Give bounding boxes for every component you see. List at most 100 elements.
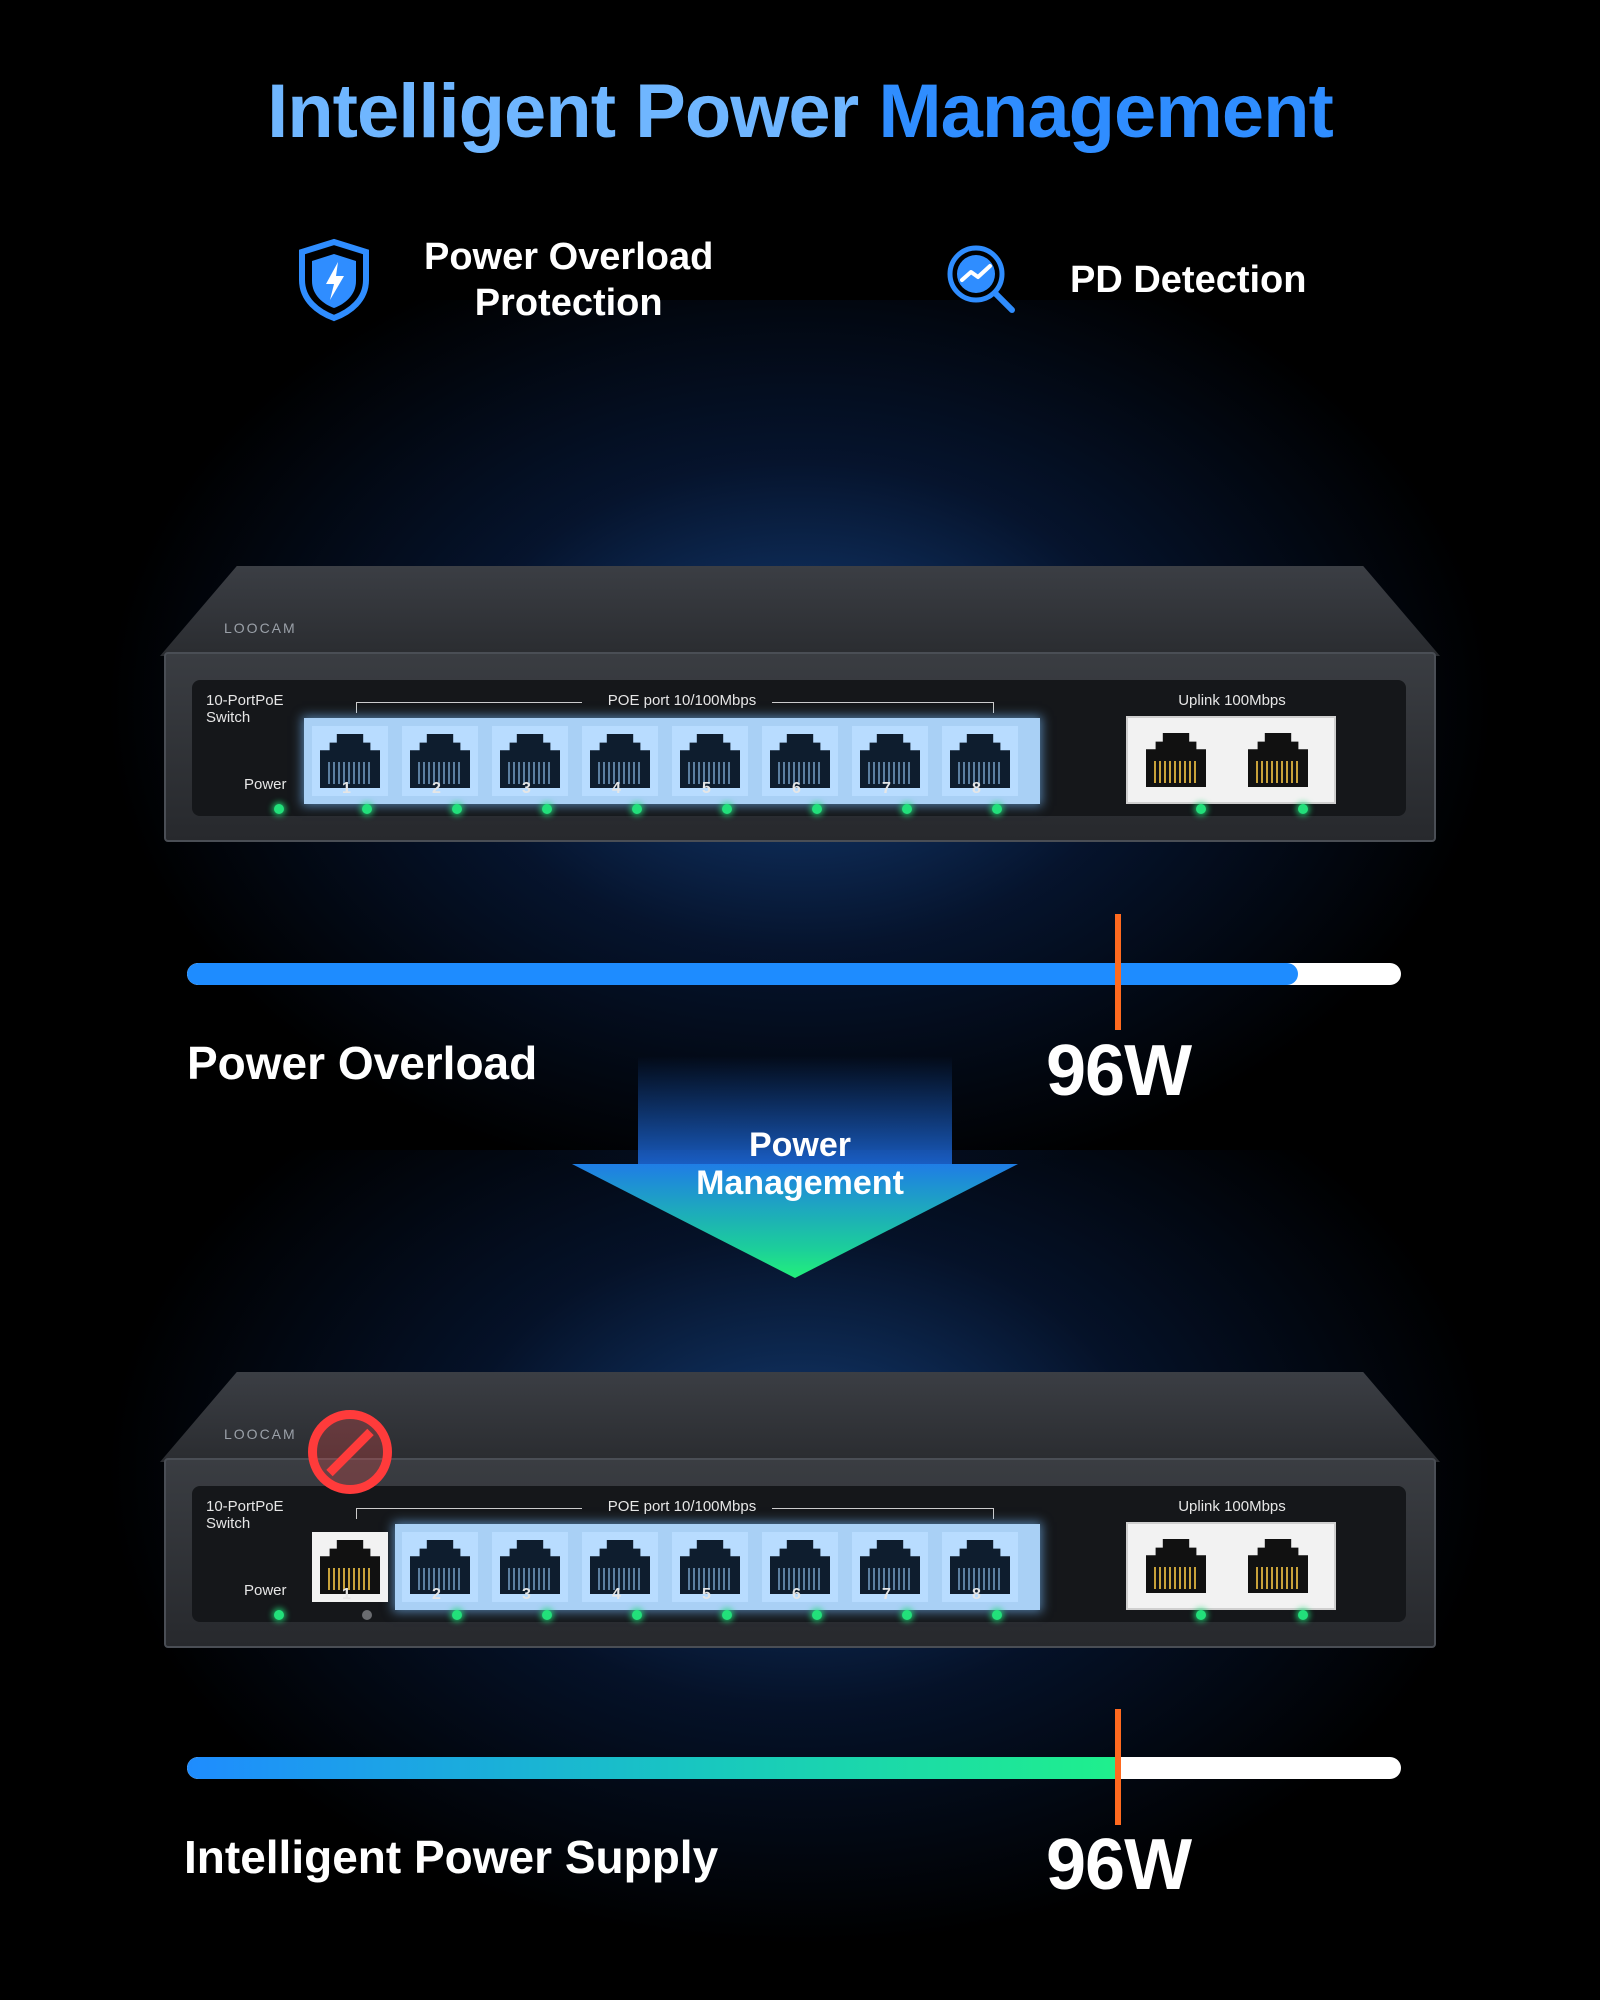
arrow-line-2: Management [696, 1164, 904, 1202]
port-number-3: 3 [522, 1586, 531, 1603]
poe-port-label: POE port 10/100Mbps [607, 1498, 757, 1515]
brand-logo: LOOCAM [224, 620, 297, 636]
feature-1-line-1: Power Overload [424, 236, 714, 278]
poe-port-2 [402, 726, 478, 796]
power-led [274, 804, 284, 814]
uplink-port-2 [1240, 725, 1316, 795]
model-line-2: Switch [206, 1515, 251, 1532]
uplink-label: Uplink 100Mbps [1178, 692, 1286, 709]
poe-port-8 [942, 726, 1018, 796]
power-bar-fill [187, 1757, 1119, 1779]
port-number-1: 1 [342, 780, 351, 797]
port-led-4 [632, 1610, 642, 1620]
magnifier-chart-icon [947, 245, 1015, 313]
port-number-7: 7 [882, 780, 891, 797]
shield-lightning-icon [299, 238, 369, 322]
power-label: Power [244, 776, 287, 793]
port-number-8: 8 [972, 1586, 981, 1603]
overload-label: Power Overload [187, 1037, 538, 1089]
switch-front-panel: 10-PortPoE Switch Power POE port 10/100M… [164, 652, 1436, 842]
arrow-line-1: Power [748, 1126, 852, 1164]
power-label: Power [244, 1582, 287, 1599]
port-number-8: 8 [972, 780, 981, 797]
title-part-2: Management [878, 69, 1334, 154]
poe-port-2 [402, 1532, 478, 1602]
power-limit-value: 96W [1046, 1825, 1192, 1905]
power-bar-fill [187, 963, 1298, 985]
uplink-label: Uplink 100Mbps [1178, 1498, 1286, 1515]
port-led-8 [992, 1610, 1002, 1620]
port-number-4: 4 [612, 1586, 621, 1603]
feature-overload-protection: Power Overload Protection [296, 234, 713, 326]
switch-port-panel: 10-PortPoE Switch Power POE port 10/100M… [192, 1486, 1406, 1622]
poe-port-label: POE port 10/100Mbps [607, 692, 757, 709]
uplink-port-2 [1240, 1531, 1316, 1601]
prohibited-icon [308, 1410, 392, 1494]
switch-model-label: 10-PortPoE Switch [206, 692, 284, 726]
power-bar-intelligent [187, 1757, 1401, 1779]
feature-2-text: PD Detection [1070, 259, 1307, 301]
poe-port-5 [672, 726, 748, 796]
poe-port-3 [492, 726, 568, 796]
poe-port-7 [852, 1532, 928, 1602]
port-number-2: 2 [432, 780, 441, 797]
power-limit-marker [1115, 914, 1122, 1030]
poe-bracket-gap [582, 1500, 772, 1514]
uplink-led-2 [1298, 804, 1308, 814]
arrow-body [638, 1056, 952, 1168]
feature-pd-detection: PD Detection [944, 242, 1306, 318]
port-led-6 [812, 804, 822, 814]
poe-port-1 [312, 726, 388, 796]
port-number-1: 1 [342, 1586, 351, 1603]
model-line-1: 10-PortPoE [206, 692, 284, 709]
switch-chassis-top [160, 566, 1440, 656]
port-number-5: 5 [702, 780, 711, 797]
switch-front-panel: 10-PortPoE Switch Power POE port 10/100M… [164, 1458, 1436, 1648]
uplink-led-1 [1196, 804, 1206, 814]
port-led-5 [722, 1610, 732, 1620]
port-led-2 [452, 1610, 462, 1620]
uplink-led-1 [1196, 1610, 1206, 1620]
port-led-2 [452, 804, 462, 814]
poe-port-6 [762, 1532, 838, 1602]
port-number-3: 3 [522, 780, 531, 797]
port-led-1 [362, 804, 372, 814]
port-led-3 [542, 1610, 552, 1620]
port-led-1 [362, 1610, 372, 1620]
model-line-1: 10-PortPoE [206, 1498, 284, 1515]
title-part-1: Intelligent Power [267, 69, 859, 154]
power-limit-marker [1115, 1709, 1122, 1825]
port-led-5 [722, 804, 732, 814]
port-led-7 [902, 804, 912, 814]
switch-port-panel: 10-PortPoE Switch Power POE port 10/100M… [192, 680, 1406, 816]
port-led-6 [812, 1610, 822, 1620]
feature-1-line-2: Protection [474, 282, 663, 324]
poe-port-6 [762, 726, 838, 796]
port-number-7: 7 [882, 1586, 891, 1603]
uplink-led-2 [1298, 1610, 1308, 1620]
port-number-6: 6 [792, 780, 801, 797]
port-number-5: 5 [702, 1586, 711, 1603]
model-line-2: Switch [206, 709, 251, 726]
poe-switch-top: LOOCAM 10-PortPoE Switch Power POE port … [160, 566, 1440, 846]
uplink-ports [1126, 716, 1336, 804]
port-led-3 [542, 804, 552, 814]
switch-model-label: 10-PortPoE Switch [206, 1498, 284, 1532]
poe-port-4 [582, 1532, 658, 1602]
poe-bracket-gap [582, 694, 772, 708]
uplink-port-1 [1138, 1531, 1214, 1601]
poe-switch-bottom: LOOCAM 10-PortPoE Switch Power POE port … [160, 1372, 1440, 1652]
brand-logo: LOOCAM [224, 1426, 297, 1442]
poe-port-1 [312, 1532, 388, 1602]
page-title: Intelligent Power Management [0, 68, 1600, 155]
port-led-4 [632, 804, 642, 814]
power-limit-value: 96W [1046, 1031, 1192, 1111]
port-number-6: 6 [792, 1586, 801, 1603]
power-led [274, 1610, 284, 1620]
arrow-label: Power Management [600, 1126, 1000, 1202]
poe-port-7 [852, 726, 928, 796]
port-led-8 [992, 804, 1002, 814]
port-number-4: 4 [612, 780, 621, 797]
port-number-2: 2 [432, 1586, 441, 1603]
poe-port-3 [492, 1532, 568, 1602]
